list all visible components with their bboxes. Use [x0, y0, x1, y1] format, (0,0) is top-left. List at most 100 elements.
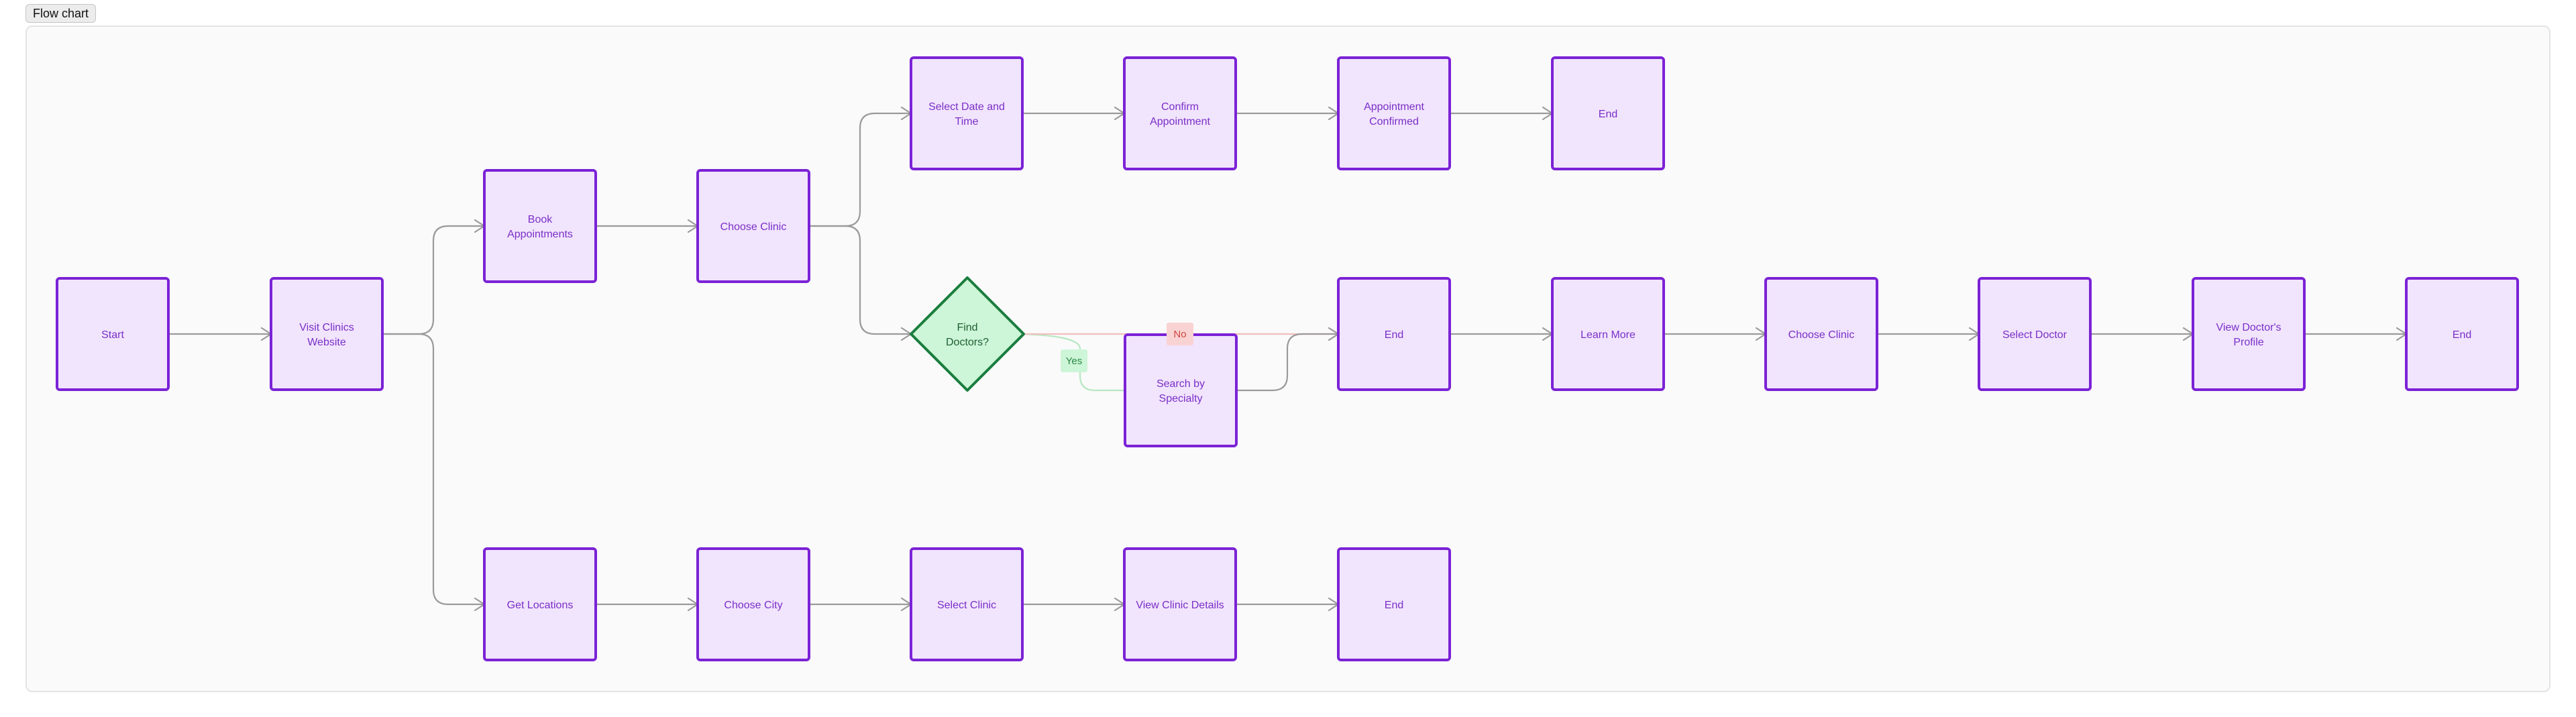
edge-start-to-visit[interactable] [168, 327, 272, 341]
edge-appt-confirmed-to-end-1[interactable] [1450, 106, 1554, 121]
edge-select-clinic-to-view-clinic-details[interactable] [1022, 597, 1126, 612]
process-box [270, 277, 384, 391]
edge-label-text: No [1173, 329, 1186, 340]
node-start[interactable]: Start [56, 277, 170, 391]
node-label: Website [307, 337, 346, 348]
edge-line [809, 225, 911, 335]
process-box [1551, 56, 1665, 170]
edge-line [1006, 333, 1125, 392]
edge-view-clinic-details-to-end-4[interactable] [1236, 597, 1340, 612]
process-box [1337, 56, 1451, 170]
node-label: Appointment [1364, 101, 1424, 113]
node-label: Learn More [1580, 329, 1635, 341]
node-label: Choose Clinic [1788, 329, 1855, 341]
edge-search-specialty-to-end-2[interactable] [1236, 327, 1340, 392]
node-label: End [1385, 600, 1403, 611]
process-box [696, 169, 810, 283]
node-label: Select Clinic [937, 600, 996, 611]
edge-book-to-choose-clinic-1[interactable] [596, 219, 699, 233]
process-box [483, 547, 597, 661]
node-label: Appointment [1150, 116, 1210, 127]
edge-line [382, 333, 484, 606]
node-label: Doctors? [946, 337, 989, 348]
node-label: Select Doctor [2002, 329, 2068, 341]
process-box [2192, 277, 2306, 391]
flow-chart-tab[interactable]: Flow chart [25, 4, 97, 23]
node-select-doctor[interactable]: Select Doctor [1978, 277, 2092, 391]
process-box [1124, 333, 1238, 447]
node-choose-clinic-1[interactable]: Choose Clinic [696, 169, 810, 283]
process-box [1551, 277, 1665, 391]
edge-visit-to-book[interactable] [382, 219, 486, 335]
node-end-4[interactable]: End [1337, 547, 1451, 661]
process-box [910, 56, 1024, 170]
edge-confirm-appt-to-appt-confirmed[interactable] [1236, 106, 1340, 121]
node-label: Time [955, 116, 979, 127]
process-box [696, 547, 810, 661]
node-end-3[interactable]: End [2405, 277, 2519, 391]
edge-choose-city-to-select-clinic[interactable] [809, 597, 912, 612]
edge-get-locations-to-choose-city[interactable] [596, 597, 699, 612]
edge-label-bg [1061, 349, 1087, 372]
node-choose-city[interactable]: Choose City [696, 547, 810, 661]
node-label: View Clinic Details [1136, 600, 1224, 611]
node-label: Get Locations [507, 600, 574, 611]
edge-learn-more-to-choose-clinic-2[interactable] [1664, 327, 1767, 341]
node-end-1[interactable]: End [1551, 56, 1665, 170]
node-label: End [1385, 329, 1403, 341]
edge-find-doctors-to-search-specialty[interactable] [1006, 333, 1125, 392]
node-select-clinic[interactable]: Select Clinic [910, 547, 1024, 661]
process-box [1337, 277, 1451, 391]
edge-line [382, 225, 484, 335]
node-label: Confirmed [1369, 116, 1419, 127]
node-view-clinic-details[interactable]: View Clinic Details [1123, 547, 1237, 661]
node-label: Select Date and [928, 101, 1005, 113]
edge-label-no: No [1167, 323, 1193, 345]
edge-select-datetime-to-confirm-appt[interactable] [1022, 106, 1126, 121]
node-label: Confirm [1161, 101, 1199, 113]
process-box [483, 169, 597, 283]
node-label: Start [101, 329, 124, 341]
node-label: Profile [2233, 337, 2263, 348]
process-box [910, 547, 1024, 661]
edge-choose-clinic-2-to-select-doctor[interactable] [1877, 327, 1980, 341]
node-label: Choose City [724, 600, 782, 611]
node-choose-clinic-2[interactable]: Choose Clinic [1764, 277, 1878, 391]
node-label: Visit Clinics [299, 322, 354, 333]
node-label: End [2453, 329, 2471, 341]
node-learn-more[interactable]: Learn More [1551, 277, 1665, 391]
node-end-2[interactable]: End [1337, 277, 1451, 391]
node-label: Choose Clinic [720, 221, 787, 233]
edge-visit-to-get-locations[interactable] [382, 333, 486, 612]
edge-view-profile-to-end-3[interactable] [2304, 327, 2408, 341]
edge-label-text: Yes [1066, 355, 1082, 367]
process-box [1978, 277, 2092, 391]
node-get-locations[interactable]: Get Locations [483, 547, 597, 661]
edge-end-2-to-learn-more[interactable] [1450, 327, 1554, 341]
node-label: Book [528, 214, 553, 225]
node-label: Find [957, 322, 977, 333]
process-box [56, 277, 170, 391]
decision-diamond [910, 276, 1025, 392]
edge-choose-clinic-1-to-find-doctors[interactable] [809, 225, 912, 341]
node-label: Search by [1157, 378, 1205, 390]
edge-select-doctor-to-view-profile[interactable] [2090, 327, 2194, 341]
process-box [2405, 277, 2519, 391]
process-box [1123, 56, 1237, 170]
edge-label-bg [1167, 323, 1193, 345]
edge-line [1236, 333, 1338, 392]
node-label: Appointments [507, 229, 573, 240]
node-label: End [1599, 109, 1617, 120]
edge-choose-clinic-1-to-select-datetime[interactable] [809, 106, 912, 227]
process-box [1123, 547, 1237, 661]
process-box [1337, 547, 1451, 661]
